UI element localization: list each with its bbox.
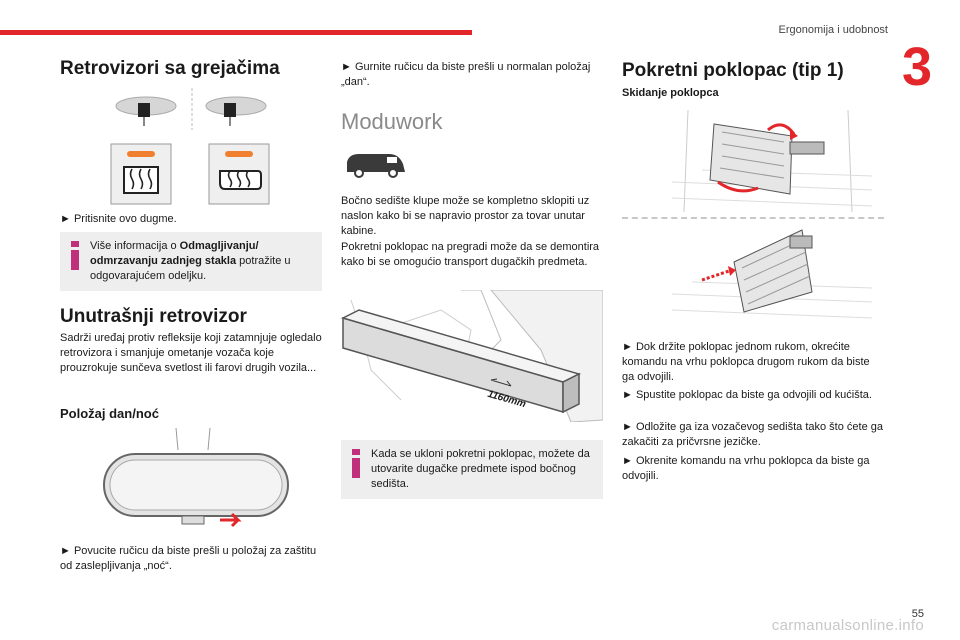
inner-mirror-title: Unutrašnji retrovizor [60,306,247,327]
night-position-step: ► Povucite ručicu da biste prešli u polo… [60,545,317,572]
heated-mirrors-step: ► Pritisnite ovo dugme. [60,213,177,225]
section-title: Ergonomija i udobnost [778,24,888,36]
info-icon [71,241,79,270]
cover-step-1: ► Dok držite poklopac jednom rukom, okre… [622,341,870,383]
moduwork-body-1: Bočno sedište klupe može se kompletno sk… [341,195,590,237]
heated-mirrors-title: Retrovizori sa grejačima [60,58,280,79]
info-text-suffix: potražite u odgovarajućem odeljku. [90,255,291,282]
chapter-number: 3 [901,37,932,97]
info-box-long-loads: Kada se ukloni pokretni poklopac, možete… [341,440,603,499]
info-text-bold: Odmagljivanju/ odmrzavanju zadnjeg stakl… [90,240,259,267]
page-number: 55 [911,608,924,620]
inner-mirror-body: Sadrži uređaj protiv refleksije koji zat… [60,332,322,374]
dashed-divider [622,217,884,219]
cabin-long-load-illustration [341,290,603,422]
cover-step-4: ► Okrenite komandu na vrhu poklopca da b… [622,455,870,482]
rear-view-mirror-illustration [103,428,289,528]
info-icon [352,449,360,478]
cover-step-3: ► Odložite ga iza vozačevog sedišta tako… [622,421,883,448]
movable-cover-title: Pokretni poklopac (tip 1) [622,60,844,81]
heated-mirrors-illustration [115,88,267,130]
cover-removal-illustration-bottom [672,229,872,319]
day-night-subtitle: Položaj dan/noć [60,406,159,421]
info-text-prefix: Više informacija o [90,240,180,252]
van-icon [347,154,405,178]
heated-mirror-button-icon [208,143,270,205]
moduwork-body-2: Pokretni poklopac na pregradi može da se… [341,241,600,268]
info-long-loads-text: Kada se ukloni pokretni poklopac, možete… [371,448,590,490]
cover-step-2: ► Spustite poklopac da biste ga odvojili… [622,389,872,401]
top-accent-bar [0,30,472,35]
day-position-step: ► Gurnite ručicu da biste prešli u norma… [341,61,591,88]
heated-rear-window-button-icon [110,143,172,205]
moduwork-title: Moduwork [341,109,443,134]
info-box-defrost: Više informacija o Odmagljivanju/ odmrza… [60,232,322,291]
watermark: carmanualsonline.info [771,617,924,634]
cover-removal-illustration-top [672,110,872,212]
cover-removal-subtitle: Skidanje poklopca [622,87,719,99]
